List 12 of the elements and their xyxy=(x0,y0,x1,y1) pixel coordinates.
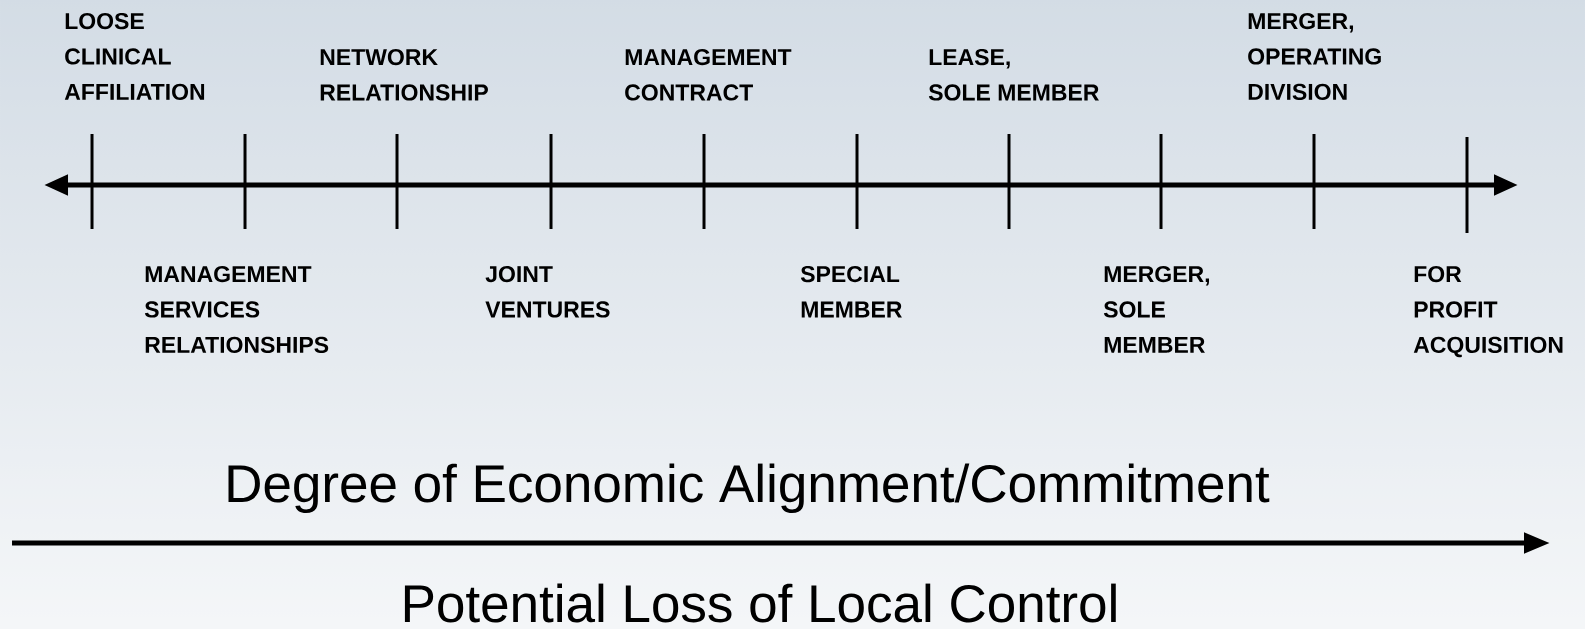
stage-label: MANAGEMENT CONTRACT xyxy=(625,48,792,101)
stage-label: MERGER, SOLE MEMBER xyxy=(1103,265,1209,353)
axis-caption: Potential Loss of Local Control xyxy=(404,583,1116,623)
axis-caption: Degree of Economic Alignment/Commitment xyxy=(228,463,1270,513)
stage-label: SPECIAL MEMBER xyxy=(800,265,902,318)
stage-label: MANAGEMENT SERVICES RELATIONSHIPS xyxy=(144,265,329,353)
stage-label: LEASE, SOLE MEMBER xyxy=(928,48,1099,101)
stage-label: MERGER, OPERATING DIVISION xyxy=(1248,12,1381,100)
stage-label: LOOSE CLINICAL AFFILIATION xyxy=(64,12,205,100)
stage-label: NETWORK RELATIONSHIP xyxy=(320,48,488,101)
stage-label: JOINT VENTURES xyxy=(485,265,610,318)
stage-label: FOR PROFIT ACQUISITION xyxy=(1413,265,1563,358)
